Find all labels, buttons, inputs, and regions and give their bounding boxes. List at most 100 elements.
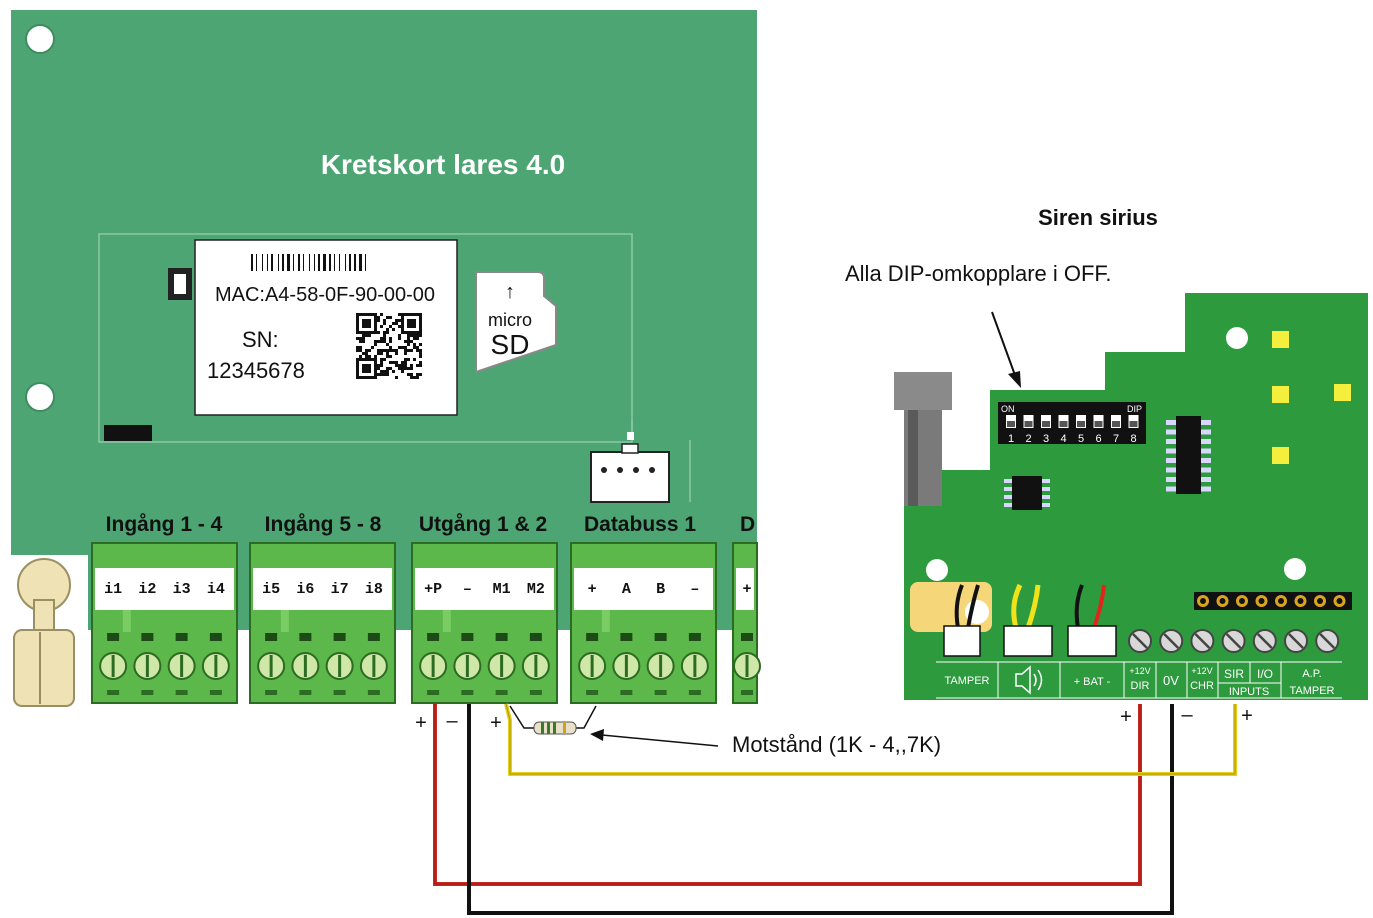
- siren-label-strip: TAMPER + BAT - +12V DIR 0V +12V CHR SIR …: [936, 660, 1342, 700]
- qr-module: [389, 367, 392, 370]
- pin-header-notch: [621, 443, 639, 454]
- barcode-bar: [318, 254, 320, 271]
- qr-module: [383, 358, 386, 361]
- qr-module: [386, 352, 389, 355]
- dip-lever-knob: [1129, 421, 1138, 427]
- qr-module: [398, 337, 401, 340]
- ic-pin: [1166, 486, 1176, 492]
- connector-wire: [1074, 584, 1084, 629]
- wire-yellow-outline: [505, 703, 1236, 775]
- dip-lever-knob: [1024, 421, 1033, 427]
- qr-module: [383, 334, 386, 337]
- sn-value: 12345678: [207, 358, 305, 383]
- pin-dot: [601, 467, 607, 473]
- barcode-bar: [365, 254, 366, 271]
- qr-module: [371, 346, 374, 349]
- terminal-slot: [529, 633, 542, 641]
- siren-screw-slot: [1288, 633, 1304, 649]
- qr-module: [374, 355, 377, 358]
- qr-module: [386, 343, 389, 346]
- qr-module: [365, 349, 368, 352]
- qr-module: [392, 370, 395, 373]
- label-sir: SIR: [1224, 667, 1244, 681]
- qr-module: [395, 361, 398, 364]
- siren-pin-strip: [1194, 592, 1352, 610]
- siren-hole-top: [1226, 327, 1248, 349]
- siren-ic-large-pins: [1004, 420, 1211, 507]
- terminal-pin-label-area: [95, 568, 234, 610]
- qr-module: [413, 337, 416, 340]
- barcode-bar: [354, 254, 356, 271]
- connector-housing: [1067, 625, 1117, 657]
- qr-module: [410, 334, 413, 337]
- label-12v-chr-bottom: CHR: [1190, 680, 1214, 692]
- terminal-pin-label: A: [622, 581, 631, 598]
- barcode-bar: [339, 254, 340, 271]
- pin-strip-hole-center: [1219, 598, 1226, 604]
- microsd-sd: SD: [491, 329, 530, 360]
- qr-module: [377, 373, 380, 376]
- connector-speaker: [1003, 583, 1053, 657]
- terminal-slot: [175, 633, 188, 641]
- terminal-slot: [741, 633, 753, 641]
- qr-module: [413, 343, 416, 346]
- siren-pin-strip-holes: [1197, 595, 1346, 607]
- resistor-band: [541, 722, 544, 734]
- siren-led: [1272, 331, 1289, 348]
- qr-module: [386, 316, 389, 319]
- barcode-bar: [287, 254, 290, 271]
- group-title-databus-1: Databuss 1: [584, 513, 696, 536]
- polarity-siren-plus-1: +: [1120, 706, 1132, 728]
- ic-pin: [1166, 477, 1176, 482]
- terminal-pin-label: M2: [527, 581, 545, 598]
- barcode-bar: [323, 254, 326, 271]
- terminal-pin-label: i8: [365, 581, 383, 598]
- qr-module: [419, 343, 422, 346]
- module-pin: [627, 432, 634, 440]
- ic-pin: [1166, 458, 1176, 463]
- connector-wire: [1092, 584, 1106, 629]
- qr-module: [419, 334, 422, 337]
- qr-module: [413, 346, 416, 349]
- mac-address: MAC:A4-58-0F-90-00-00: [215, 284, 435, 306]
- siren-ic-large: [1176, 416, 1201, 494]
- connector-housing: [943, 625, 981, 657]
- qr-module: [404, 361, 407, 364]
- qr-module: [410, 340, 413, 343]
- qr-module: [380, 373, 383, 376]
- qr-module: [365, 334, 368, 337]
- terminal-pin-label: –: [463, 581, 472, 598]
- siren-screw-slot: [1163, 633, 1180, 649]
- qr-module: [368, 355, 371, 358]
- pin-strip-hole-center: [1239, 598, 1245, 604]
- terminal-pin-label: –: [690, 581, 699, 598]
- qr-module: [419, 373, 422, 376]
- wiring: Motstånd (1K - 4,,7K) + – + + – +: [415, 703, 1253, 915]
- qr-module: [389, 340, 392, 343]
- resistor-band: [553, 722, 556, 734]
- qr-module: [398, 334, 401, 337]
- connector-battery: [1067, 584, 1117, 657]
- siren-led: [1334, 384, 1351, 401]
- label-bat: + BAT -: [1074, 676, 1111, 688]
- terminal-foot: [495, 690, 508, 695]
- terminal-pin-label: +: [742, 581, 751, 598]
- ic-pin: [1201, 439, 1211, 444]
- ic-pin: [1004, 487, 1012, 491]
- barcode-bar: [349, 254, 351, 271]
- terminal-slot: [620, 633, 633, 641]
- qr-module: [392, 361, 395, 364]
- siren-title: Siren sirius: [1038, 205, 1158, 230]
- group-title-inputs-5-8: Ingång 5 - 8: [265, 513, 382, 536]
- connector-wire: [954, 584, 964, 629]
- qr-module: [398, 313, 401, 316]
- ic-pin: [1166, 429, 1176, 435]
- qr-module: [404, 346, 407, 349]
- qr-module: [395, 319, 398, 322]
- qr-module: [410, 373, 413, 376]
- label-0v: 0V: [1163, 673, 1179, 688]
- terminal-slot: [209, 633, 222, 641]
- qr-module: [398, 319, 401, 322]
- terminal-slot: [654, 633, 667, 641]
- ic-pin: [1201, 458, 1211, 463]
